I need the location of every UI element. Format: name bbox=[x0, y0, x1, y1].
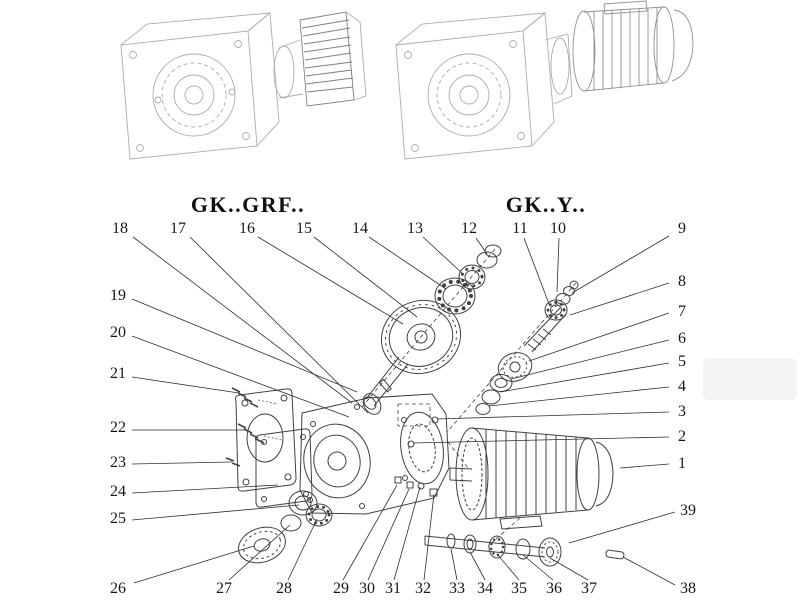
callout-9: 9 bbox=[678, 220, 686, 237]
callout-26: 26 bbox=[110, 580, 126, 597]
callout-15: 15 bbox=[296, 220, 312, 237]
leader-line-28 bbox=[287, 518, 318, 581]
leader-line-21 bbox=[131, 376, 240, 394]
leader-line-35 bbox=[496, 553, 520, 581]
assembly-axis-lines bbox=[361, 248, 577, 547]
output-gear-stack bbox=[363, 244, 502, 410]
callout-33: 33 bbox=[449, 580, 465, 597]
variant-label-gky: GK..Y.. bbox=[505, 192, 587, 217]
callout-16: 16 bbox=[239, 220, 255, 237]
leader-line-9 bbox=[571, 235, 670, 294]
intermediate-gear-stack bbox=[475, 352, 533, 415]
leader-line-5 bbox=[499, 362, 670, 393]
callout-38: 38 bbox=[680, 580, 696, 597]
leader-line-10 bbox=[556, 237, 560, 293]
gkgrf-assembly-drawing bbox=[120, 11, 367, 160]
leader-line-3 bbox=[436, 411, 670, 420]
callout-6: 6 bbox=[678, 330, 686, 347]
leader-line-13 bbox=[422, 236, 464, 275]
leader-line-38 bbox=[622, 556, 676, 586]
leader-line-30 bbox=[367, 488, 410, 581]
leader-line-27 bbox=[228, 524, 291, 581]
leader-line-11 bbox=[523, 237, 550, 305]
callout-5: 5 bbox=[678, 353, 686, 370]
callout-35: 35 bbox=[511, 580, 527, 597]
callout-34: 34 bbox=[477, 580, 493, 597]
watermark bbox=[703, 358, 797, 400]
leader-line-29 bbox=[342, 484, 398, 581]
leader-line-6 bbox=[510, 339, 670, 380]
leader-line-23 bbox=[131, 461, 233, 465]
callout-27: 27 bbox=[216, 580, 232, 597]
leader-line-24 bbox=[131, 484, 279, 494]
callout-20: 20 bbox=[110, 324, 126, 341]
adapter-plate-and-screws bbox=[225, 387, 297, 492]
callout-10: 10 bbox=[550, 220, 566, 237]
exploded-view bbox=[225, 244, 625, 567]
callout-23: 23 bbox=[110, 454, 126, 471]
leader-line-1 bbox=[619, 463, 670, 469]
callout-3: 3 bbox=[678, 403, 686, 420]
leader-line-8 bbox=[569, 282, 670, 316]
leader-line-12 bbox=[475, 237, 488, 255]
callout-37: 37 bbox=[581, 580, 597, 597]
callout-18: 18 bbox=[112, 220, 128, 237]
gky-assembly-drawing bbox=[395, 0, 694, 160]
leader-line-19 bbox=[131, 298, 358, 393]
leader-line-32 bbox=[423, 493, 435, 581]
callout-25: 25 bbox=[110, 510, 126, 527]
callout-24: 24 bbox=[110, 483, 126, 500]
leader-line-17 bbox=[189, 236, 369, 414]
leader-line-33 bbox=[450, 548, 458, 581]
leader-line-15 bbox=[313, 236, 418, 318]
callout-13: 13 bbox=[407, 220, 423, 237]
leader-line-37 bbox=[549, 557, 589, 581]
cover-and-bearings bbox=[238, 428, 333, 564]
leader-line-20 bbox=[131, 335, 350, 418]
callout-4: 4 bbox=[678, 378, 686, 395]
callout-30: 30 bbox=[359, 580, 375, 597]
output-shaft-kit bbox=[424, 533, 625, 567]
callout-28: 28 bbox=[276, 580, 292, 597]
callout-39: 39 bbox=[680, 502, 696, 519]
leader-line-25 bbox=[131, 504, 300, 521]
callout-32: 32 bbox=[415, 580, 431, 597]
callout-36: 36 bbox=[546, 580, 562, 597]
callout-12: 12 bbox=[461, 220, 477, 237]
callout-14: 14 bbox=[352, 220, 368, 237]
input-shaft-assembly bbox=[523, 280, 579, 353]
leader-line-14 bbox=[368, 236, 447, 290]
leader-line-39 bbox=[568, 511, 676, 544]
callout-8: 8 bbox=[678, 273, 686, 290]
leader-line-26 bbox=[133, 545, 255, 584]
variant-label-gkgrf: GK..GRF.. bbox=[190, 192, 306, 217]
leader-line-4 bbox=[488, 386, 670, 407]
callout-11: 11 bbox=[512, 220, 528, 237]
callout-17: 17 bbox=[170, 220, 186, 237]
callout-2: 2 bbox=[678, 428, 686, 445]
callout-21: 21 bbox=[110, 365, 126, 382]
callout-19: 19 bbox=[110, 287, 126, 304]
leader-line-7 bbox=[528, 312, 670, 362]
leader-line-16 bbox=[257, 236, 404, 325]
callout-31: 31 bbox=[385, 580, 401, 597]
motor-drawing bbox=[572, 0, 694, 92]
callout-22: 22 bbox=[110, 419, 126, 436]
leader-line-18 bbox=[132, 236, 353, 404]
leader-line-36 bbox=[522, 554, 554, 581]
callout-29: 29 bbox=[333, 580, 349, 597]
motor-exploded bbox=[449, 427, 614, 530]
leader-line-34 bbox=[469, 551, 486, 581]
callout-1: 1 bbox=[678, 455, 686, 472]
callout-7: 7 bbox=[678, 303, 686, 320]
leader-line-2 bbox=[412, 436, 670, 444]
leader-line-31 bbox=[393, 486, 421, 581]
